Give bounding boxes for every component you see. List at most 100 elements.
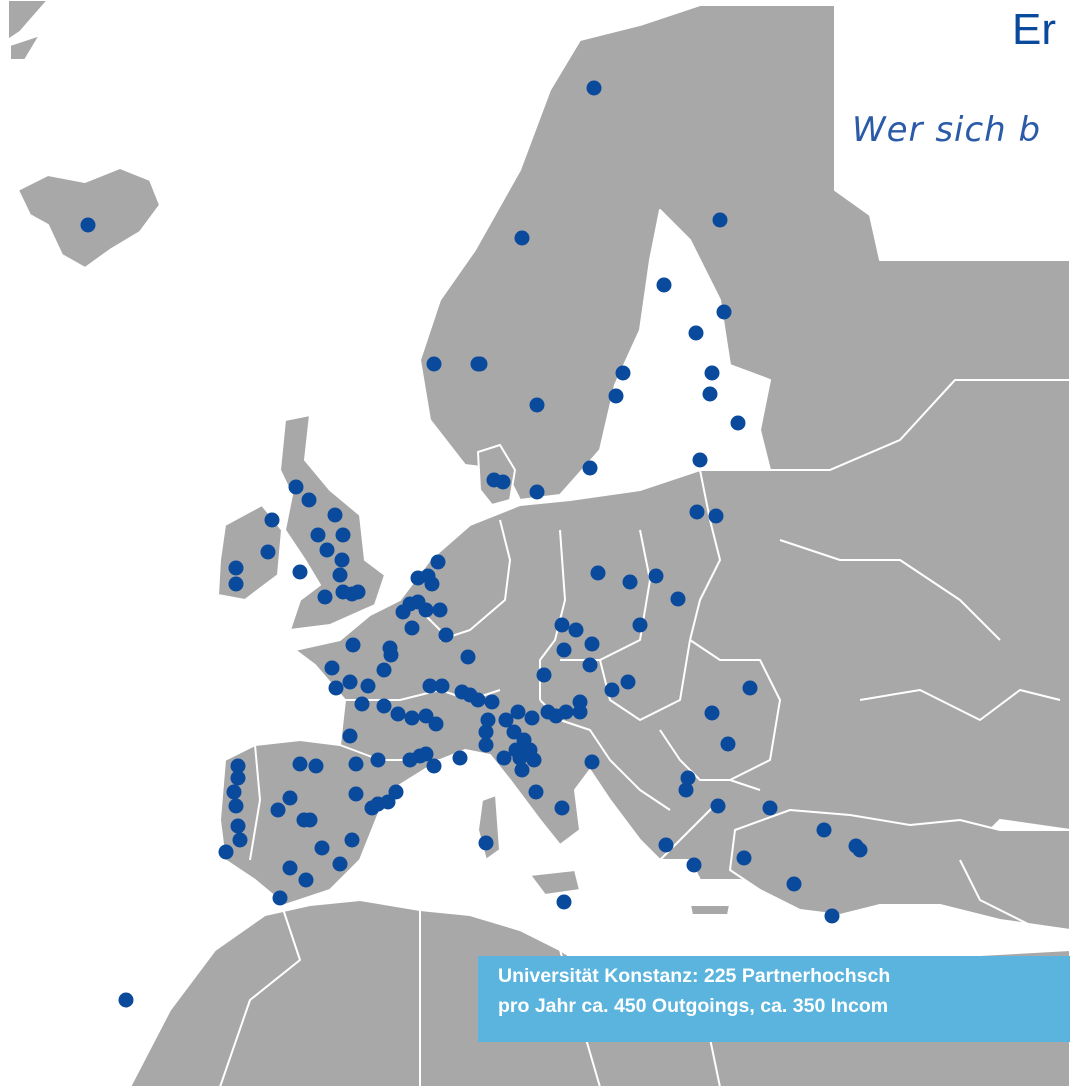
partner-university-marker xyxy=(716,304,732,320)
partner-university-marker xyxy=(558,704,574,720)
greenland-fragment xyxy=(7,0,49,61)
partner-university-marker xyxy=(226,784,242,800)
partner-university-marker xyxy=(704,365,720,381)
partner-university-marker xyxy=(506,724,522,740)
partner-university-marker xyxy=(648,568,664,584)
great-britain xyxy=(279,414,386,631)
partner-university-marker xyxy=(438,627,454,643)
partner-university-markers xyxy=(80,80,868,1008)
crete xyxy=(689,904,731,916)
partner-university-marker xyxy=(786,876,802,892)
partner-university-marker xyxy=(498,712,514,728)
partner-university-marker xyxy=(689,504,705,520)
partner-university-marker xyxy=(80,217,96,233)
brand-text: Er xyxy=(1012,5,1056,54)
partner-university-marker xyxy=(324,660,340,676)
partner-university-marker xyxy=(345,637,361,653)
partner-university-marker xyxy=(282,790,298,806)
partner-university-marker xyxy=(432,602,448,618)
partner-university-marker xyxy=(720,736,736,752)
partner-university-marker xyxy=(319,542,335,558)
partner-university-marker xyxy=(118,992,134,1008)
partner-university-marker xyxy=(452,750,468,766)
sicily xyxy=(529,869,581,896)
partner-university-marker xyxy=(852,842,868,858)
partner-university-marker xyxy=(232,832,248,848)
partner-university-marker xyxy=(228,560,244,576)
partner-university-marker xyxy=(310,527,326,543)
partner-university-marker xyxy=(270,802,286,818)
partner-university-marker xyxy=(526,752,542,768)
scandinavia-north xyxy=(419,4,1070,501)
partner-university-marker xyxy=(704,705,720,721)
ireland xyxy=(217,504,283,601)
partner-university-marker xyxy=(572,694,588,710)
partner-university-marker xyxy=(524,710,540,726)
partner-university-marker xyxy=(342,728,358,744)
partner-university-marker xyxy=(480,712,496,728)
partner-university-marker xyxy=(604,682,620,698)
partner-university-marker xyxy=(514,230,530,246)
partner-university-marker xyxy=(692,452,708,468)
partner-university-marker xyxy=(404,710,420,726)
continental-europe xyxy=(219,379,1070,911)
partner-university-marker xyxy=(556,642,572,658)
partner-university-marker xyxy=(472,356,488,372)
partner-university-marker xyxy=(230,770,246,786)
partner-university-marker xyxy=(584,754,600,770)
partner-university-marker xyxy=(348,786,364,802)
partner-university-marker xyxy=(484,694,500,710)
partner-university-marker xyxy=(529,484,545,500)
partner-university-marker xyxy=(730,415,746,431)
partner-university-marker xyxy=(383,647,399,663)
partner-university-marker xyxy=(422,678,438,694)
partner-university-marker xyxy=(632,617,648,633)
partner-university-marker xyxy=(418,746,434,762)
partner-university-marker xyxy=(678,782,694,798)
partner-university-marker xyxy=(308,758,324,774)
partner-university-marker xyxy=(354,696,370,712)
partner-university-marker xyxy=(418,708,434,724)
partner-university-marker xyxy=(512,750,528,766)
partner-university-marker xyxy=(658,837,674,853)
partner-university-marker xyxy=(510,704,526,720)
partner-university-marker xyxy=(376,698,392,714)
partner-university-marker xyxy=(332,567,348,583)
partner-university-marker xyxy=(582,460,598,476)
caption-line-1: Universität Konstanz: 225 Partnerhochsch xyxy=(498,965,891,987)
info-caption: Universität Konstanz: 225 Partnerhochsch… xyxy=(478,956,1070,1042)
partner-university-marker xyxy=(332,856,348,872)
partner-university-marker xyxy=(292,564,308,580)
partner-university-marker xyxy=(460,649,476,665)
turkey xyxy=(729,809,1070,931)
partner-university-marker xyxy=(282,860,298,876)
partner-university-marker xyxy=(608,388,624,404)
partner-university-marker xyxy=(328,680,344,696)
partner-university-marker xyxy=(314,840,330,856)
partner-university-marker xyxy=(590,565,606,581)
partner-university-marker xyxy=(317,589,333,605)
partner-university-marker xyxy=(292,756,308,772)
partner-university-marker xyxy=(584,636,600,652)
partner-university-marker xyxy=(554,617,570,633)
slogan-text: Wer sich b xyxy=(852,110,1042,150)
partner-university-marker xyxy=(327,507,343,523)
partner-university-marker xyxy=(615,365,631,381)
partner-university-marker xyxy=(404,620,420,636)
partner-university-marker xyxy=(708,508,724,524)
partner-university-marker xyxy=(742,680,758,696)
partner-university-marker xyxy=(218,844,234,860)
partner-university-marker xyxy=(478,835,494,851)
partner-university-marker xyxy=(302,812,318,828)
partner-university-marker xyxy=(344,832,360,848)
partner-university-marker xyxy=(228,798,244,814)
partner-university-marker xyxy=(230,758,246,774)
partner-university-marker xyxy=(334,552,350,568)
erasmus-logo-panel: ★★ ★★ ★★ ★★ ★★ ★★ Er Wer sich b xyxy=(836,0,1070,190)
partner-university-marker xyxy=(620,674,636,690)
partner-university-marker xyxy=(762,800,778,816)
partner-university-marker xyxy=(710,798,726,814)
partner-university-marker xyxy=(360,678,376,694)
partner-university-marker xyxy=(298,872,314,888)
